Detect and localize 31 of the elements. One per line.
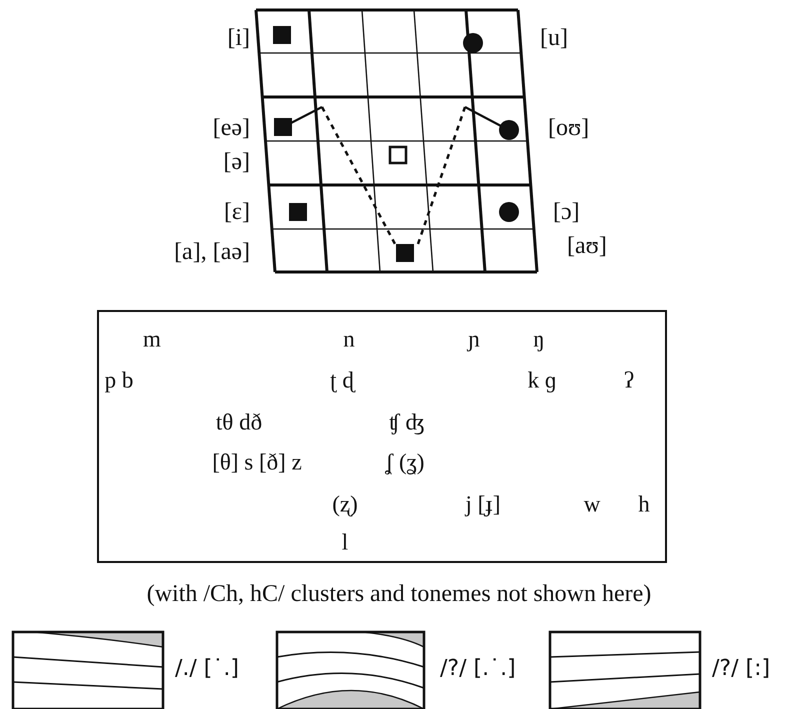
consonant-symbol: ŋ xyxy=(533,328,545,350)
consonant-symbol: ʆ (ʓ) xyxy=(386,450,424,474)
consonant-symbol: h xyxy=(638,492,650,516)
vowel-label: [ɔ] xyxy=(553,200,580,224)
consonant-symbol: j [ɟ] xyxy=(465,492,501,516)
consonant-table xyxy=(97,310,667,563)
vowel-label: [u] xyxy=(540,26,568,50)
consonant-symbol: ɲ xyxy=(468,328,480,350)
vowel-label: [i] xyxy=(227,26,250,50)
consonant-symbol: ʔ xyxy=(624,368,634,392)
consonant-symbol: m xyxy=(143,328,161,350)
consonant-symbol: w xyxy=(584,492,600,516)
consonant-symbol: [θ] s [ð] z xyxy=(212,450,302,474)
vowel-label: [a], [aə] xyxy=(174,240,250,264)
consonant-symbol: tθ dð xyxy=(216,410,262,434)
toneme-label: /?/ [.˙.] xyxy=(440,658,516,680)
toneme-label: /./ [˙.] xyxy=(175,658,239,680)
vowel-label: [eə] xyxy=(212,116,250,140)
vowel-label: [aʊ] xyxy=(567,234,607,258)
consonant-symbol: (ʐ) xyxy=(332,492,358,516)
consonant-symbol: ʈ ɖ xyxy=(330,368,354,392)
consonant-symbol: l xyxy=(342,530,348,554)
consonant-symbol: k ɡ xyxy=(528,368,556,392)
vowel-label: [oʊ] xyxy=(548,116,590,140)
consonant-symbol: p b xyxy=(104,368,134,392)
toneme-label: /?/ [:] xyxy=(712,658,770,680)
vowel-label: [ə] xyxy=(223,150,250,174)
caption: (with /Ch, hC/ clusters and tonemes not shown here) xyxy=(146,582,652,606)
consonant-symbol: ʧ ʤ xyxy=(389,410,425,434)
consonant-symbol: n xyxy=(343,328,355,350)
vowel-label: [ɛ] xyxy=(224,200,250,224)
